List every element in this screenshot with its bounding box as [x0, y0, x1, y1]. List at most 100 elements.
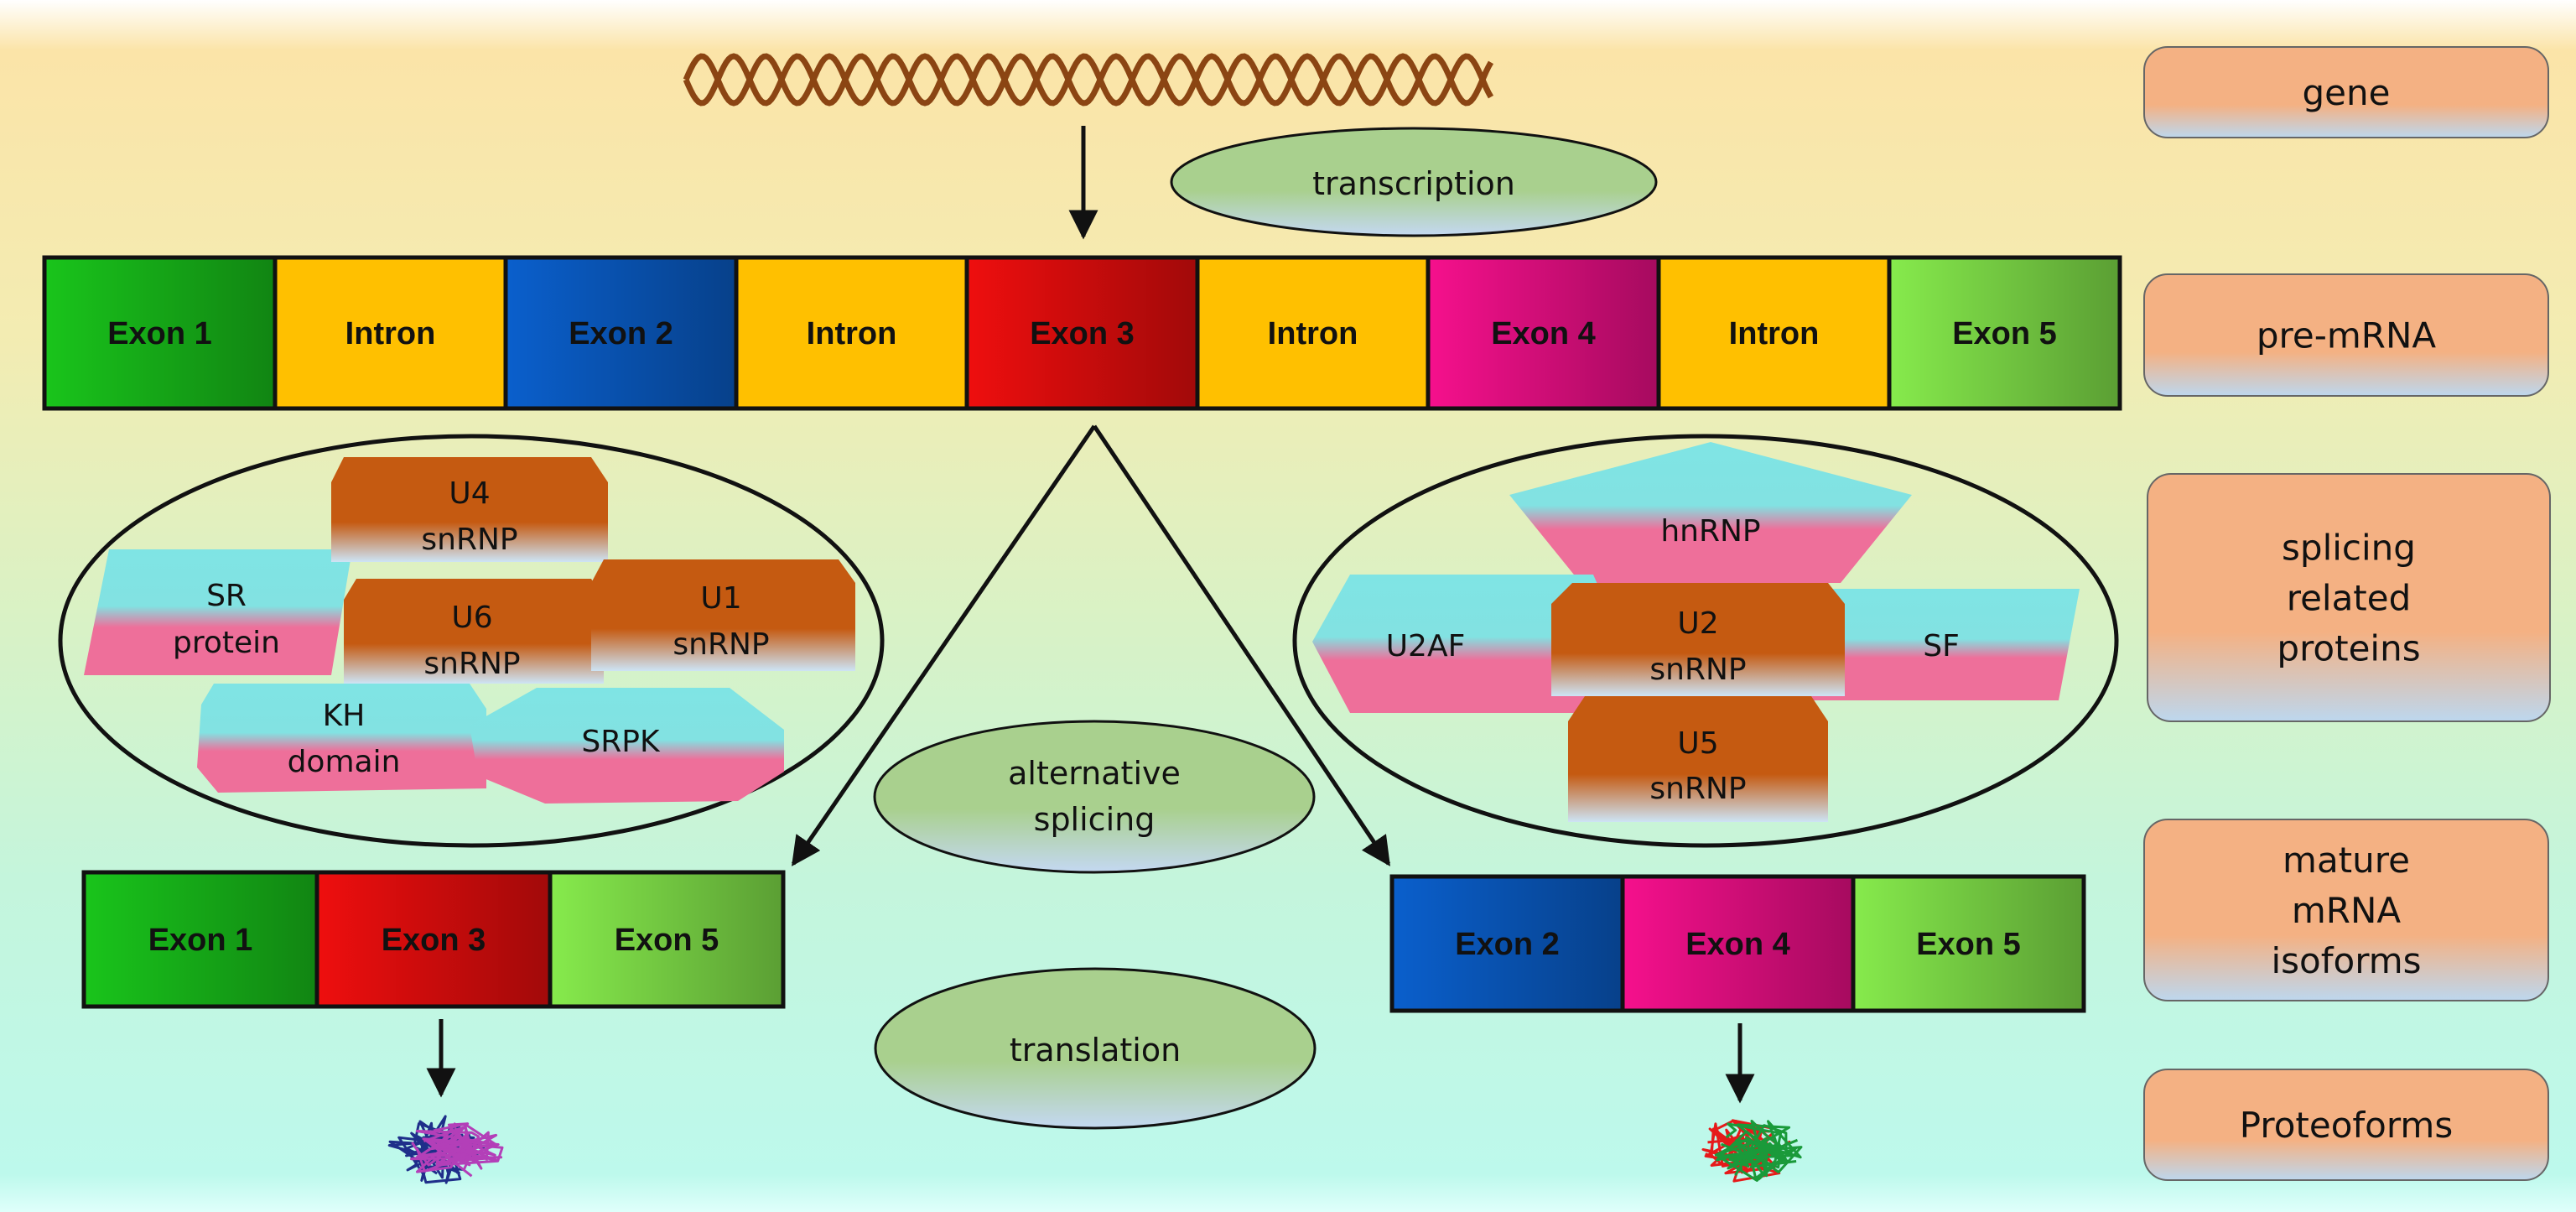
- hnrnp-label: hnRNP: [1660, 514, 1760, 549]
- legend-splicing-text: splicing: [2282, 528, 2416, 569]
- u4-label-line2: snRNP: [421, 523, 517, 557]
- pre-mrna-segment-label: Exon 2: [569, 316, 673, 351]
- pre-mrna-segment-9: Exon 5: [1887, 255, 2122, 411]
- legend-splicing: splicing related proteins: [2147, 473, 2551, 722]
- pre-mrna-segment-label: Intron: [1268, 316, 1358, 351]
- alt-splicing-label-line1: alternative: [1008, 755, 1181, 792]
- legend-splicing-text: proteins: [2277, 628, 2420, 669]
- legend-gene: gene: [2143, 46, 2549, 138]
- u2af-shape: U2AF: [1312, 575, 1623, 713]
- u2-snrnp-shape: U2 snRNP: [1551, 583, 1845, 696]
- pre-mrna-segment-label: Exon 1: [107, 316, 212, 351]
- legend-column: gene pre-mRNA splicing related proteins matur…: [2143, 46, 2551, 1181]
- pre-mrna-bar: Exon 1 Intron Exon 2 Intron Exon 3 Intron Exon…: [42, 255, 2122, 411]
- alt-splicing-label-line2: splicing: [1034, 801, 1156, 838]
- pre-mrna-segment-4: Intron: [734, 255, 969, 411]
- alternative-splicing-process: alternative splicing: [873, 720, 1316, 874]
- transcription-process: transcription: [1170, 127, 1658, 237]
- isoform-left-segment-1: Exon 1: [81, 870, 319, 1009]
- sr-protein-label-line1: SR: [206, 579, 247, 613]
- isoform-left-segment-label: Exon 1: [148, 923, 253, 958]
- pre-mrna-segment-label: Exon 5: [1952, 316, 2057, 351]
- legend-gene-text: gene: [2303, 72, 2391, 113]
- srpk-shape: SRPK: [470, 688, 784, 804]
- kh-label-line2: domain: [288, 745, 401, 779]
- sr-protein-shape: SR protein: [84, 549, 352, 675]
- u1-label-line1: U1: [700, 581, 741, 616]
- protein-blob-icon: [1701, 1119, 1803, 1183]
- isoform-left-segment-label: Exon 5: [615, 923, 719, 958]
- legend-mature-text: isoforms: [2271, 940, 2421, 981]
- u5-label-line2: snRNP: [1649, 772, 1746, 806]
- pre-mrna-segment-6: Intron: [1195, 255, 1431, 411]
- legend-splicing-text: related: [2287, 578, 2412, 619]
- isoform-left-segment-2: Exon 3: [314, 870, 553, 1009]
- legend-proteoforms-text: Proteoforms: [2240, 1105, 2453, 1146]
- u6-label-line1: U6: [451, 601, 492, 635]
- u5-snrnp-shape: U5 snRNP: [1568, 696, 1828, 822]
- transcription-label: transcription: [1312, 165, 1515, 202]
- protein-blob-icon: [387, 1115, 504, 1184]
- isoform-left-segment-label: Exon 3: [382, 923, 486, 958]
- splicing-proteins-right: hnRNP U2AF SF U5 snRNP U2 snRNP: [1292, 434, 2119, 848]
- pre-mrna-segment-8: Intron: [1656, 255, 1892, 411]
- mature-isoform-left: Exon 1 Exon 3 Exon 5: [81, 870, 786, 1009]
- isoform-right-segment-1: Exon 2: [1389, 874, 1625, 1013]
- pre-mrna-segment-5: Exon 3: [964, 255, 1200, 411]
- u1-label-line2: snRNP: [673, 627, 769, 662]
- pre-mrna-segment-label: Exon 3: [1030, 316, 1135, 351]
- dna-helix-icon: [683, 53, 1494, 107]
- splice-arrow-right: [1092, 424, 1391, 866]
- u4-snrnp-shape: U4 snRNP: [331, 457, 608, 562]
- sf-label: SF: [1923, 629, 1960, 663]
- translation-process: translation: [874, 967, 1317, 1130]
- u5-label-line1: U5: [1677, 726, 1718, 761]
- u2-label-line1: U2: [1677, 606, 1718, 641]
- isoform-right-segment-label: Exon 4: [1685, 927, 1790, 962]
- pre-mrna-segment-7: Exon 4: [1426, 255, 1661, 411]
- u1-snrnp-shape: U1 snRNP: [591, 559, 855, 671]
- u6-snrnp-shape: U6 snRNP: [344, 579, 604, 684]
- translation-label: translation: [1010, 1032, 1181, 1069]
- pre-mrna-segment-3: Exon 2: [503, 255, 739, 411]
- pre-mrna-segment-label: Intron: [807, 316, 897, 351]
- legend-pre_mrna: pre-mRNA: [2143, 273, 2549, 397]
- kh-domain-shape: KH domain: [197, 684, 486, 793]
- pre-mrna-segment-label: Exon 4: [1491, 316, 1596, 351]
- isoform-right-segment-3: Exon 5: [1851, 874, 2086, 1013]
- u4-label-line1: U4: [449, 476, 490, 511]
- isoform-right-segment-label: Exon 5: [1916, 927, 2021, 962]
- legend-mature-text: mRNA: [2292, 890, 2402, 931]
- isoform-right-segment-label: Exon 2: [1455, 927, 1560, 962]
- u2-label-line2: snRNP: [1649, 653, 1746, 687]
- mature-isoform-right: Exon 2 Exon 4 Exon 5: [1389, 874, 2086, 1013]
- pre-mrna-segment-label: Intron: [345, 316, 436, 351]
- u2af-label: U2AF: [1386, 629, 1466, 663]
- splice-arrow-left: [791, 424, 1097, 866]
- kh-label-line1: KH: [323, 699, 366, 733]
- isoform-right-segment-2: Exon 4: [1620, 874, 1856, 1013]
- legend-pre_mrna-text: pre-mRNA: [2257, 315, 2437, 356]
- legend-mature-text: mature: [2283, 840, 2410, 881]
- legend-proteoforms: Proteoforms: [2143, 1069, 2549, 1181]
- sf-shape: SF: [1799, 589, 2080, 700]
- sr-protein-label-line2: protein: [173, 626, 280, 660]
- hnrnp-shape: hnRNP: [1509, 442, 1912, 583]
- pre-mrna-segment-1: Exon 1: [42, 255, 278, 411]
- legend-mature: mature mRNA isoforms: [2143, 819, 2549, 1001]
- pre-mrna-segment-2: Intron: [273, 255, 508, 411]
- srpk-label: SRPK: [581, 725, 661, 759]
- pre-mrna-segment-label: Intron: [1729, 316, 1820, 351]
- u6-label-line2: snRNP: [423, 647, 520, 681]
- isoform-left-segment-3: Exon 5: [548, 870, 786, 1009]
